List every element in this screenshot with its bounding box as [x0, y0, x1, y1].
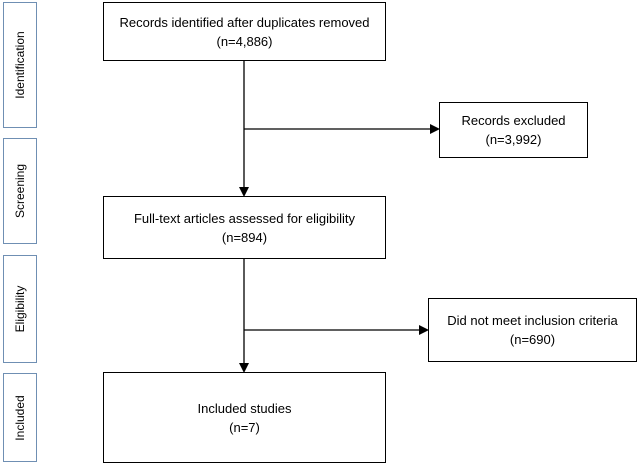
records-identified-count: (n=4,886): [216, 33, 273, 49]
did-not-meet-criteria-count: (n=690): [509, 332, 556, 347]
box-records-identified: Records identified after duplicates remo…: [103, 2, 386, 61]
records-excluded-text: Records excluded: [461, 113, 566, 128]
phase-eligibility: Eligibility: [3, 255, 37, 363]
box-fulltext-assessed: Full-text articles assessed for eligibil…: [103, 196, 386, 259]
did-not-meet-criteria-text: Did not meet inclusion criteria: [447, 313, 618, 328]
included-studies-count: (n=7): [229, 419, 260, 435]
phase-included: Included: [3, 373, 37, 462]
phase-screening: Screening: [3, 138, 37, 244]
phase-identification: Identification: [3, 2, 37, 128]
fulltext-assessed-count: (n=894): [221, 229, 268, 245]
included-studies-text: Included studies: [197, 400, 292, 416]
records-excluded-count: (n=3,992): [485, 132, 542, 147]
box-did-not-meet-criteria: Did not meet inclusion criteria (n=690): [428, 298, 637, 362]
records-identified-text: Records identified after duplicates remo…: [119, 14, 370, 30]
box-included-studies: Included studies (n=7): [103, 372, 386, 463]
fulltext-assessed-text: Full-text articles assessed for eligibil…: [133, 210, 356, 226]
box-records-excluded: Records excluded (n=3,992): [439, 102, 588, 158]
